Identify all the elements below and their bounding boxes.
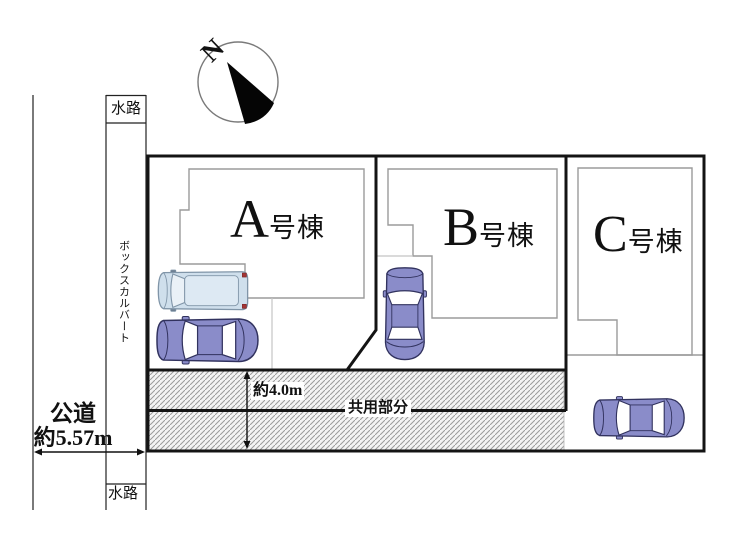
building-c-letter: C [593,206,628,263]
road-width-arrow [34,448,145,456]
plot-a-b-divider [345,156,378,371]
car-sedan-plot-b-icon [382,267,428,361]
public-road-label: 公道 約5.57m [33,402,113,449]
building-a-letter: A [230,189,269,249]
building-a-label: A号棟 [230,192,325,246]
car-minivan-plot-a-icon [157,269,249,313]
car-sedan-plot-c-icon [593,395,685,440]
compass [197,41,279,124]
building-c-label: C号棟 [593,209,684,261]
building-c-suffix: 号棟 [627,227,684,257]
building-b-label: B号棟 [443,200,535,254]
road-name: 公道 [50,401,96,426]
waterway-label-bottom: 水路 [107,486,138,502]
box-culvert-label: ボックスカルバート [109,240,137,344]
waterway-strip-lines [32,94,147,510]
building-b-letter: B [443,197,480,257]
building-b-suffix: 号棟 [479,221,536,251]
building-b-outline [387,168,558,319]
driveway-width-label: 約4.0m [251,382,305,400]
driveway-width-arrow [243,371,251,449]
plot-outer-boundary [146,154,706,453]
box-culvert-text: ボックスカルバート [117,240,130,344]
road-width-value: 約5.57m [33,425,113,450]
car-sedan-plot-a-icon [156,315,259,365]
building-a-suffix: 号棟 [269,213,325,243]
shared-area-label: 共用部分 [345,400,412,417]
compass-needle-icon [227,62,274,124]
waterway-label-top: 水路 [110,100,141,117]
